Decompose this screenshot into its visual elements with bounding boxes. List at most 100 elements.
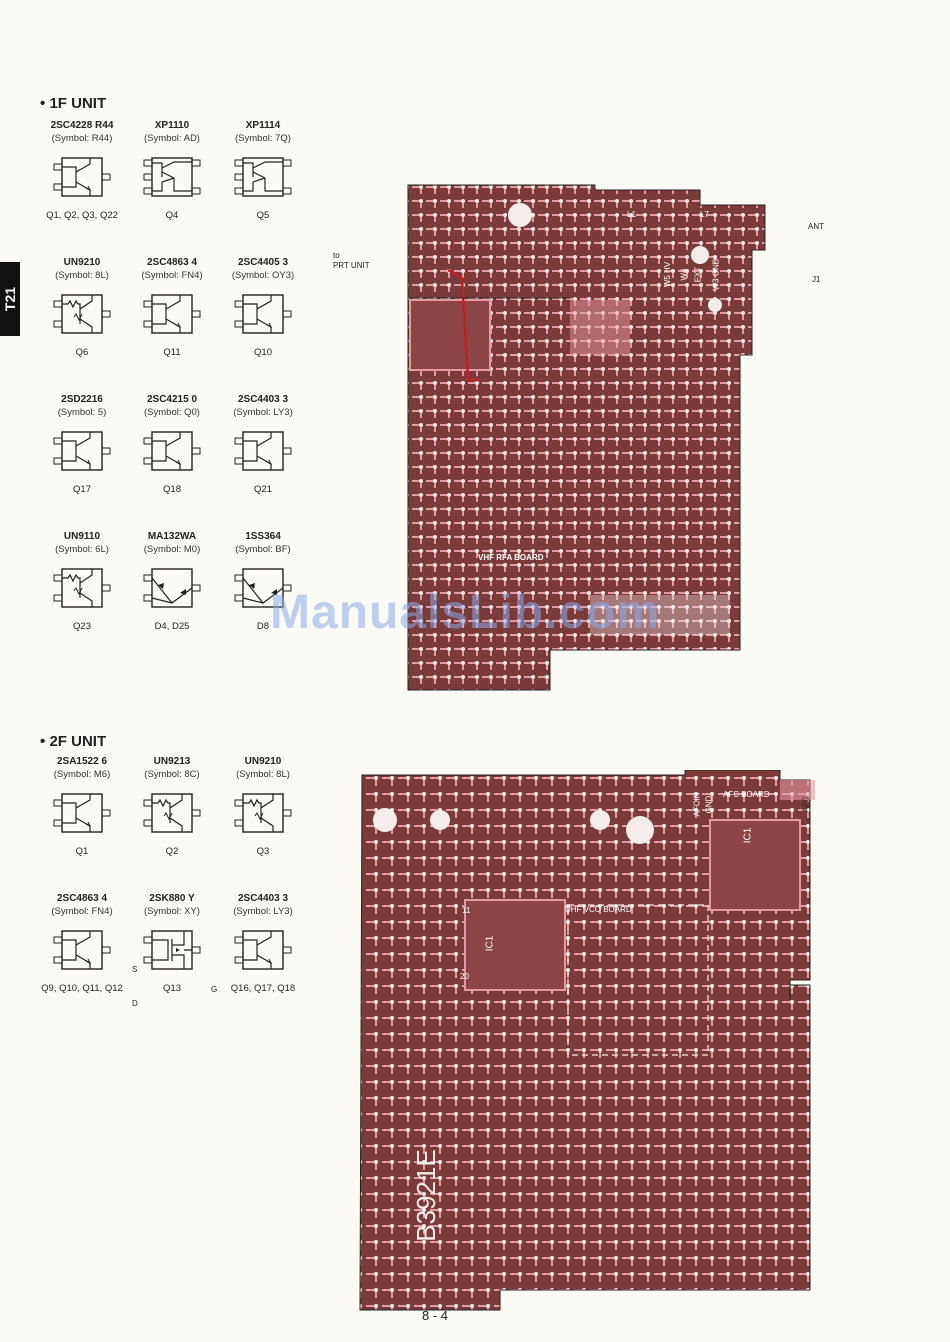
symbol-code: (Symbol: R44): [51, 133, 113, 144]
section-title-1f: • 1F UNIT: [40, 95, 106, 112]
dual-transistor-icon: [127, 152, 217, 204]
section-title-2f-text: 2F UNIT: [49, 733, 107, 750]
symbol-code: (Symbol: XY): [144, 906, 200, 917]
f1-component-4: UN9210 (Symbol: 8L) Q6: [37, 257, 127, 358]
fet-pin-g: G: [211, 985, 218, 994]
symbol-code: (Symbol: AD): [144, 133, 200, 144]
part-label-w3: W3 GND: [711, 258, 721, 291]
part-number: 2SC4228 R44: [50, 120, 114, 131]
symbol-code: (Symbol: 6L): [55, 544, 109, 555]
symbol-code: (Symbol: BF): [235, 544, 291, 555]
f1-component-8: 2SC4215 0(Symbol: Q0)Q18: [127, 394, 217, 495]
reference-designator: Q1: [75, 846, 89, 857]
part-label-w5: W5 HV: [663, 261, 673, 288]
part-label-l1: L1: [627, 210, 636, 219]
pin-label-20: 20: [460, 972, 469, 981]
npn-transistor-icon: [127, 289, 217, 341]
part-number: XP1114: [245, 120, 281, 131]
page-number: 8 - 4: [422, 1308, 449, 1323]
fet-pin-d: D: [132, 999, 138, 1008]
part-number: 1SS364: [245, 531, 281, 542]
symbol-code: (Symbol: 5): [57, 407, 107, 418]
afc-pin-gnd: GND: [704, 795, 714, 814]
reference-designator: Q6: [75, 347, 89, 358]
f2-component-3: UN9210 (Symbol: 8L) Q3: [218, 756, 308, 857]
reference-designator: Q18: [163, 484, 181, 495]
to-label: to: [333, 251, 340, 260]
part-number: 2SC4863 4: [146, 257, 198, 268]
part-label-ic1-afc: IC1: [742, 827, 754, 844]
part-number: MA132WA: [147, 531, 197, 542]
npn-transistor-icon: [218, 289, 308, 341]
part-label-ic1: IC1: [484, 935, 496, 952]
part-label-l7: L7: [700, 210, 709, 219]
part-number: UN9210: [63, 257, 101, 268]
pin-label-11: 11: [462, 906, 471, 915]
reference-designator: D4, D25: [154, 621, 190, 632]
symbol-code: (Symbol: FN4): [51, 906, 113, 917]
side-tab: T21: [0, 262, 20, 336]
reference-designator: Q16, Q17, Q18: [230, 983, 296, 994]
f1-component-6: 2SC4405 3 (Symbol: OY3) Q10: [218, 257, 308, 358]
f2-component-4: 2SC4863 4 (Symbol: FN4) Q9, Q10, Q11, Q12: [37, 893, 127, 994]
f1-component-10: UN9110(Symbol: 6L)Q23: [37, 531, 127, 632]
f1-component-11: MA132WA (Symbol: M0) D4, D25: [127, 531, 217, 632]
pnp-transistor-icon: [37, 788, 127, 840]
symbol-code: (Symbol: 8C): [144, 769, 200, 780]
reference-designator: Q4: [165, 210, 179, 221]
digital-transistor-icon: [37, 563, 127, 615]
reference-designator: Q5: [256, 210, 270, 221]
f1-component-5: 2SC4863 4(Symbol: FN4)Q11: [127, 257, 217, 358]
npn-transistor-icon: [37, 152, 127, 204]
part-number: UN9110: [63, 531, 101, 542]
symbol-code: (Symbol: M0): [143, 544, 201, 555]
symbol-code: (Symbol: M6): [53, 769, 111, 780]
reference-designator: Q9, Q10, Q11, Q12: [41, 983, 123, 994]
reference-designator: Q1, Q2, Q3, Q22: [46, 210, 118, 221]
part-number: UN9210: [244, 756, 282, 767]
jack-label: J1: [812, 275, 821, 284]
pcb-board-1f: [407, 184, 766, 691]
part-number: 2SC4403 3: [237, 893, 289, 904]
side-tab-label: T21: [2, 286, 18, 312]
digital-transistor-icon: [127, 788, 217, 840]
reference-designator: Q21: [254, 484, 272, 495]
ant-label: ANT: [808, 222, 824, 231]
dual-diode-icon: [218, 563, 308, 615]
reference-designator: D8: [256, 621, 270, 632]
symbol-code: (Symbol: 8L): [236, 769, 290, 780]
pcb-board-2f: [359, 770, 815, 1311]
part-number: 2SC4863 4: [56, 893, 108, 904]
afc-board-label: AFC BOARD: [723, 790, 770, 799]
afc-pin-afc: AFC: [801, 796, 811, 813]
symbol-code: (Symbol: LY3): [233, 407, 293, 418]
part-number: UN9213: [153, 756, 191, 767]
reference-designator: Q17: [73, 484, 91, 495]
reference-designator: Q10: [254, 347, 272, 358]
npn-transistor-icon: [37, 426, 127, 478]
bullet-icon: •: [40, 733, 46, 750]
f2-component-2: UN9213 (Symbol: 8C) Q2: [127, 756, 217, 857]
reference-designator: Q3: [256, 846, 270, 857]
f2-component-1: 2SA1522 6(Symbol: M6)Q1: [37, 756, 127, 857]
symbol-code: (Symbol: FN4): [141, 270, 203, 281]
npn-transistor-icon: [127, 426, 217, 478]
board-name-vhf: VHF RFA BOARD: [478, 553, 544, 562]
board-code: B3921E: [410, 1149, 441, 1242]
part-number: 2SC4403 3: [237, 394, 289, 405]
f1-component-7: 2SD2216 (Symbol: 5) Q17: [37, 394, 127, 495]
reference-designator: Q2: [165, 846, 179, 857]
fet-icon: [127, 925, 217, 977]
npn-transistor-icon: [218, 426, 308, 478]
symbol-code: (Symbol: OY3): [231, 270, 295, 281]
symbol-code: (Symbol: 8L): [55, 270, 109, 281]
prt-unit-label: PRT UNIT: [333, 261, 370, 270]
section-title-1f-text: 1F UNIT: [49, 95, 107, 112]
part-number: 2SD2216: [61, 394, 103, 405]
part-number: XP1110: [154, 120, 190, 131]
part-number: 2SC4405 3: [237, 257, 289, 268]
f2-component-6: 2SC4403 3(Symbol: LY3)Q16, Q17, Q18: [218, 893, 308, 994]
board-name-uhf: UHF VCO BOARD: [565, 905, 632, 914]
section-title-2f: • 2F UNIT: [40, 733, 106, 750]
